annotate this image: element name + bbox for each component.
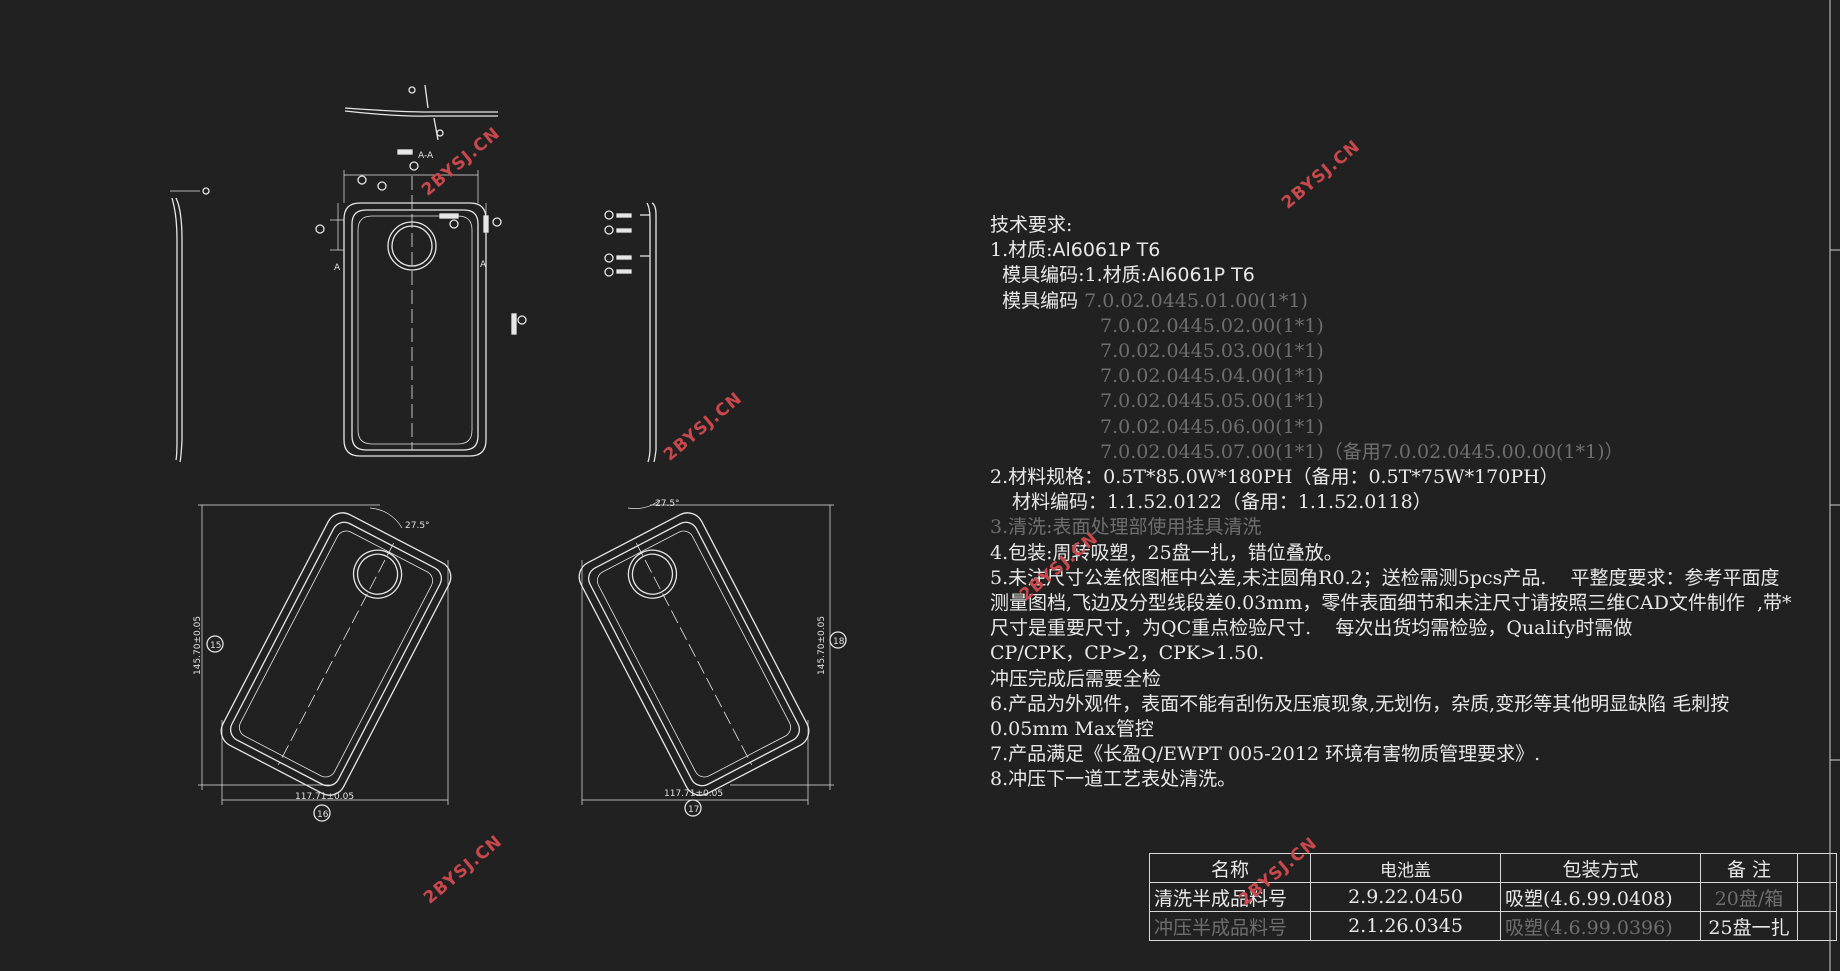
row1-remarks: 20盘/箱 (1700, 882, 1798, 912)
notes-heading: 技术要求: (990, 214, 1073, 236)
row2-name: 冲压半成品料号 (1149, 911, 1311, 941)
dim-height-right: 145.70±0.05 (817, 616, 827, 675)
section-label: A-A (418, 151, 434, 161)
header-part: 电池盖 (1310, 853, 1501, 883)
header-extra (1797, 853, 1837, 883)
balloon-16: 16 (317, 810, 329, 820)
note-appearance-a: 6.产品为外观件，表面不能有刮伤及压痕现象,无划伤，杂质,变形等其他明显缺陷 毛… (990, 692, 1730, 715)
note-mold-material: 模具编码:1.材质:Al6061P T6 (1002, 264, 1255, 287)
row2-remarks: 25盘一扎 (1700, 911, 1798, 941)
dim-height-left: 145.70±0.05 (193, 616, 203, 675)
note-spec: 2.材料规格：0.5T*85.0W*180PH（备用：0.5T*75W*170P… (990, 466, 1559, 489)
row1-part: 2.9.22.0450 (1310, 882, 1501, 912)
technical-requirements: 技术要求: 1.材质:Al6061P T6 模具编码:1.材质:Al6061P … (990, 213, 1830, 793)
rotated-view-right (578, 499, 847, 817)
note-mold-code-5: 7.0.02.0445.05.00(1*1) (1100, 390, 1324, 413)
note-cleaning: 3.清洗:表面处理部使用挂具清洗 (990, 516, 1262, 539)
left-side-view (170, 187, 210, 463)
note-appearance-b: 0.05mm Max管控 (990, 718, 1154, 741)
rotated-view-left (198, 504, 452, 822)
row2-packaging: 吸塑(4.6.99.0396) (1500, 911, 1701, 941)
dim-width-left: 117.71±0.05 (295, 792, 354, 802)
section-mark-right: A (480, 260, 487, 270)
note-tolerance-c: 尺寸是重要尺寸，为QC重点检验尺寸. 每次出货均需检验，Qualify时需做 (990, 617, 1633, 640)
dim-width-right: 117.71±0.05 (664, 789, 723, 799)
balloon-17: 17 (688, 805, 699, 815)
note-inspection: 冲压完成后需要全检 (990, 667, 1162, 690)
note-post-process: 8.冲压下一道工艺表处清洗。 (990, 768, 1237, 791)
note-material-code: 材料编码：1.1.52.0122（备用：1.1.52.0118） (1012, 491, 1432, 514)
title-block-header: 名称 电池盖 包装方式 备 注 (1149, 853, 1837, 883)
note-mold-code-1: 模具编码 7.0.02.0445.01.00(1*1) (1002, 289, 1308, 312)
header-name: 名称 (1149, 853, 1311, 883)
title-block-row-1: 清洗半成品料号 2.9.22.0450 吸塑(4.6.99.0408) 20盘/… (1149, 882, 1837, 912)
note-mold-code-2: 7.0.02.0445.02.00(1*1) (1100, 314, 1324, 337)
row2-extra (1797, 911, 1837, 941)
header-remarks: 备 注 (1700, 853, 1798, 883)
note-mold-code-6: 7.0.02.0445.06.00(1*1) (1100, 415, 1324, 438)
row2-part: 2.1.26.0345 (1310, 911, 1501, 941)
row1-name: 清洗半成品料号 (1149, 882, 1311, 912)
note-mold-code-7: 7.0.02.0445.07.00(1*1)（备用7.0.02.0445.00.… (1100, 440, 1624, 463)
balloon-15: 15 (210, 641, 221, 651)
note-packaging: 4.包装:周转吸塑，25盘一扎，错位叠放。 (990, 541, 1343, 564)
title-block: 名称 电池盖 包装方式 备 注 清洗半成品料号 2.9.22.0450 吸塑(4… (1149, 853, 1837, 941)
angle-label-left: 27.5° (405, 521, 430, 531)
note-mold-code-3: 7.0.02.0445.03.00(1*1) (1100, 340, 1324, 363)
note-environment: 7.产品满足《长盈Q/EWPT 005-2012 环境有害物质管理要求》. (990, 743, 1541, 766)
header-packaging: 包装方式 (1500, 853, 1701, 883)
note-tolerance-d: CP/CPK，CP>2，CPK>1.50. (990, 642, 1265, 665)
note-mold-code-4: 7.0.02.0445.04.00(1*1) (1100, 365, 1324, 388)
section-mark-left: A (334, 263, 341, 273)
right-side-view (604, 202, 657, 463)
row1-packaging: 吸塑(4.6.99.0408) (1500, 882, 1701, 912)
balloon-18: 18 (833, 637, 845, 647)
title-block-row-2: 冲压半成品料号 2.1.26.0345 吸塑(4.6.99.0396) 25盘一… (1149, 911, 1837, 941)
note-material: 1.材质:Al6061P T6 (990, 239, 1161, 262)
note-tolerance-b: 测量图档,飞边及分型线段差0.03mm，零件表面细节和未注尺寸请按照三维CAD文… (990, 592, 1792, 615)
top-view (315, 84, 527, 457)
angle-label-right: 27.5° (655, 499, 680, 509)
row1-extra (1797, 882, 1837, 912)
note-tolerance-a: 5.未注尺寸公差依图框中公差,未注圆角R0.2；送检需测5pcs产品. 平整度要… (990, 566, 1780, 589)
